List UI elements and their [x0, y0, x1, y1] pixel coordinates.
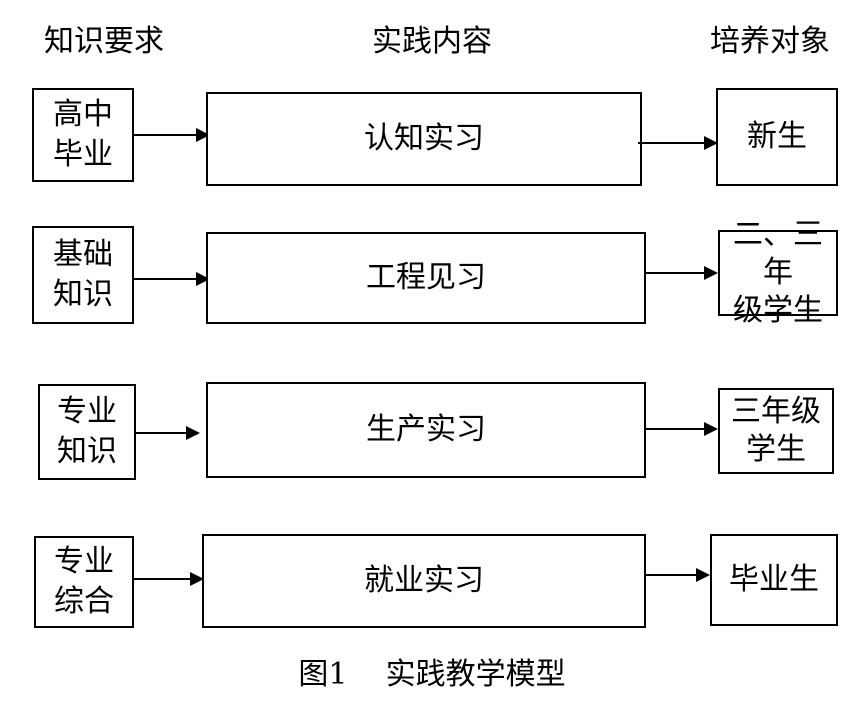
- arrow-line: [134, 578, 192, 580]
- target-line: 级学生: [733, 293, 823, 328]
- arrow-line: [638, 142, 706, 144]
- header-training-target: 培养对象: [710, 24, 830, 59]
- requirement-line: 专业: [54, 544, 114, 579]
- arrow-line: [134, 278, 196, 280]
- requirement-line: 基础: [53, 237, 113, 272]
- header-practice-content: 实践内容: [372, 24, 492, 59]
- arrow-head: [704, 136, 718, 150]
- content-label: 认知实习: [364, 121, 484, 156]
- target-box: 二、三年 级学生: [718, 217, 838, 328]
- requirement-box: 高中 毕业: [32, 88, 134, 182]
- requirement-line: 综合: [54, 584, 114, 619]
- requirement-line: 知识: [53, 277, 113, 312]
- target-line: 二、三年: [733, 217, 823, 290]
- content-label: 就业实习: [364, 563, 484, 598]
- content-label: 工程见习: [366, 260, 486, 295]
- requirement-box: 专业 综合: [34, 536, 134, 628]
- content-box: 就业实习: [202, 534, 646, 628]
- requirement-box: 专业 知识: [38, 384, 136, 480]
- requirement-line: 高中: [53, 97, 113, 132]
- target-line: 新生: [747, 119, 807, 154]
- arrow-head: [696, 568, 710, 582]
- content-label: 生产实习: [366, 412, 486, 447]
- target-box: 三年级 学生: [718, 388, 834, 474]
- arrow-line: [136, 432, 188, 434]
- target-box: 毕业生: [710, 534, 838, 626]
- target-box: 新生: [716, 88, 838, 186]
- requirement-line: 毕业: [53, 137, 113, 172]
- content-box: 工程见习: [206, 232, 646, 324]
- arrow-head: [186, 426, 200, 440]
- arrow-line: [646, 428, 706, 430]
- header-knowledge-requirement: 知识要求: [44, 24, 164, 59]
- arrow-head: [190, 572, 204, 586]
- content-box: 生产实习: [206, 382, 646, 478]
- requirement-line: 专业: [57, 394, 117, 429]
- requirement-line: 知识: [57, 434, 117, 469]
- target-line: 学生: [746, 432, 806, 467]
- arrow-line: [646, 574, 698, 576]
- arrow-line: [134, 134, 196, 136]
- arrow-head: [704, 266, 718, 280]
- arrow-head: [704, 422, 718, 436]
- content-box: 认知实习: [206, 92, 642, 186]
- target-line: 毕业生: [729, 562, 819, 597]
- arrow-line: [646, 272, 706, 274]
- requirement-box: 基础 知识: [32, 226, 134, 324]
- target-line: 三年级: [731, 394, 821, 429]
- figure-caption: 图1 实践教学模型: [298, 657, 566, 692]
